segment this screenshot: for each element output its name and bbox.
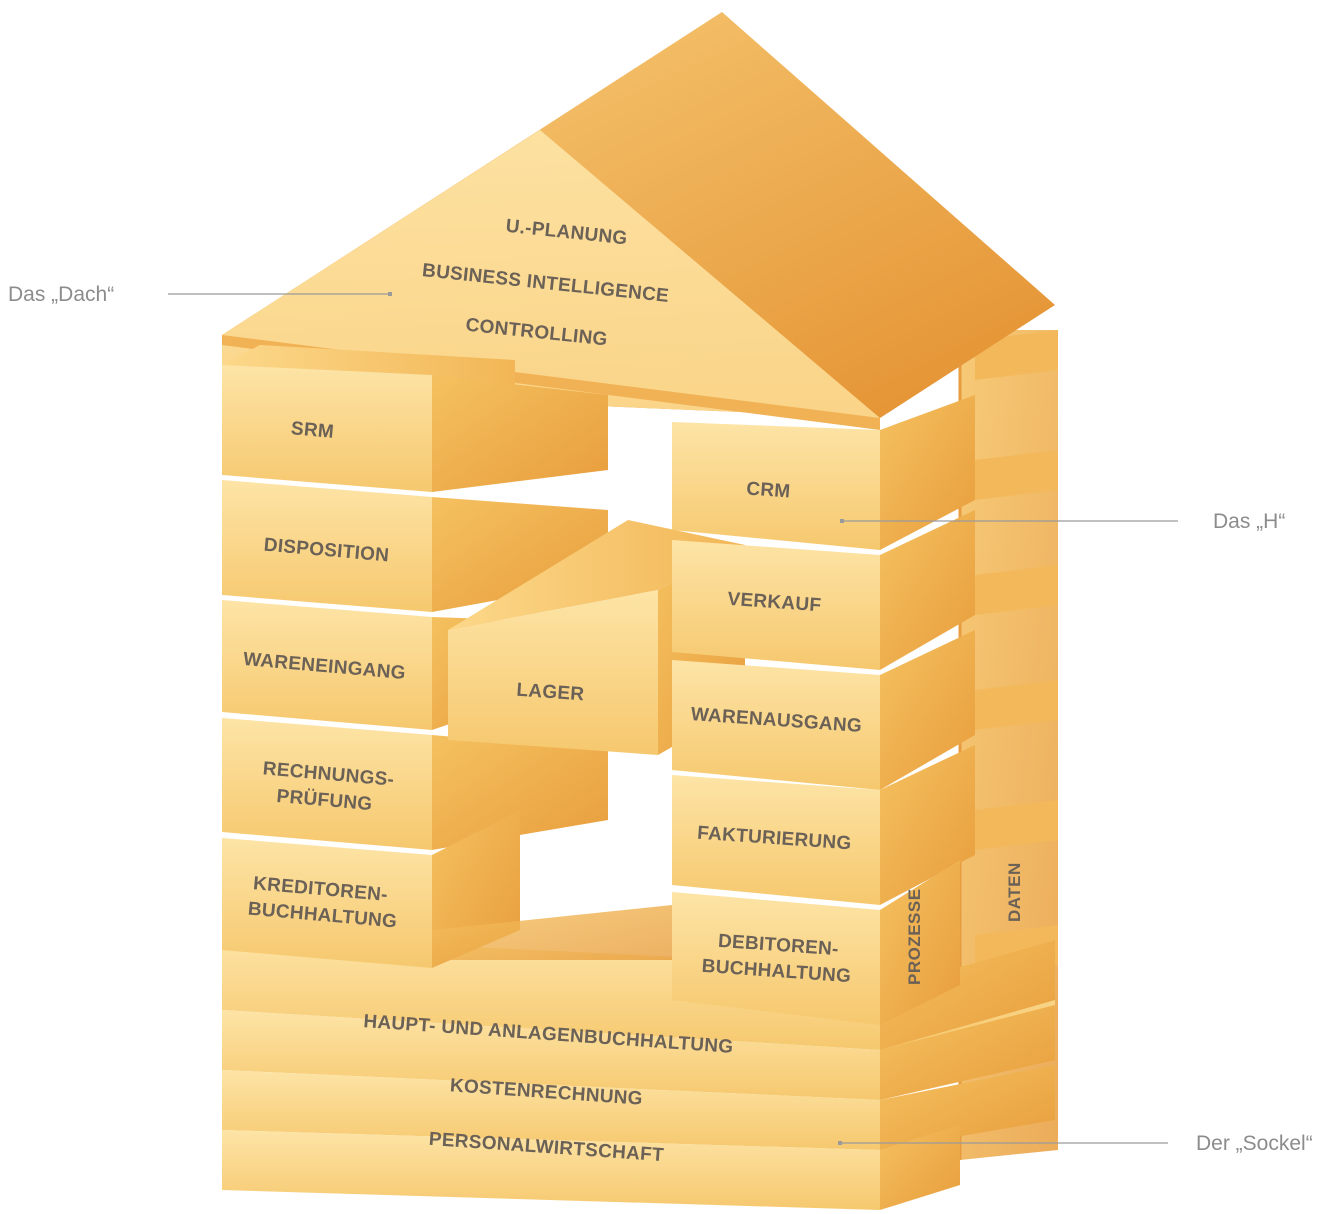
left-column [222, 345, 608, 968]
label-srm: SRM [290, 418, 335, 443]
callout-dach: Das „Dach“ [8, 283, 392, 306]
callout-h-text: Das „H“ [1213, 510, 1285, 533]
callout-dach-text: Das „Dach“ [8, 283, 114, 306]
label-daten: DATEN [1005, 862, 1024, 922]
callout-h: Das „H“ [840, 510, 1285, 533]
label-crm: CRM [746, 478, 792, 502]
label-prozesse: PROZESSE [905, 888, 924, 985]
callout-sockel-text: Der „Sockel“ [1196, 1132, 1313, 1155]
callout-sockel: Der „Sockel“ [838, 1132, 1313, 1155]
right-column [672, 395, 975, 1025]
label-lager: LAGER [516, 680, 585, 706]
connector-beam [432, 905, 672, 960]
